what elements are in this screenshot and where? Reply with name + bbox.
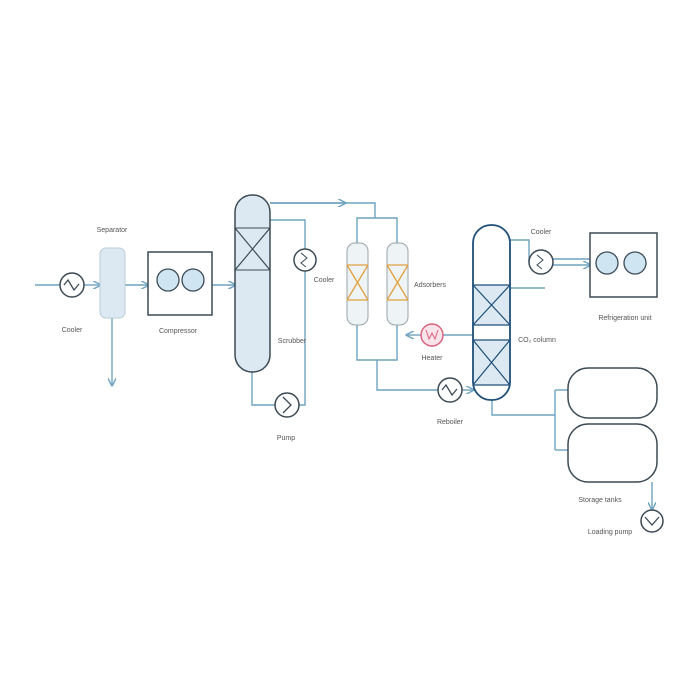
heater — [420, 323, 444, 347]
label-heater: Heater — [421, 355, 443, 362]
scrubber-cooler — [293, 248, 317, 272]
label-separator: Separator — [97, 227, 128, 234]
label-compressor: Compressor — [159, 328, 198, 335]
label-top-cooler: Cooler — [531, 229, 552, 236]
reboiler — [437, 377, 463, 403]
storage-tanks — [567, 367, 658, 483]
label-storage-tanks: Storage tanks — [578, 497, 622, 504]
label-scrubber-cooler: Cooler — [314, 277, 335, 284]
pump — [274, 392, 300, 418]
label-loading-pump: Loading pump — [588, 529, 632, 536]
label-scrubber: Scrubber — [278, 338, 307, 345]
pipes — [35, 203, 652, 509]
label-refrigeration-unit: Refrigeration unit — [598, 315, 651, 322]
compressor — [147, 251, 213, 316]
label-pump: Pump — [277, 435, 295, 442]
label-adsorbers: Adsorbers — [414, 282, 446, 289]
adsorbers — [346, 242, 409, 326]
scrubber-column — [234, 194, 271, 373]
separator-vessel — [99, 247, 126, 319]
label-reboiler: Reboiler — [437, 419, 464, 426]
refrigeration-unit — [589, 232, 658, 298]
label-inlet-cooler: Cooler — [62, 327, 83, 334]
co2-column — [472, 224, 511, 401]
top-cooler — [528, 249, 554, 275]
label-co2-column: CO₂ column — [518, 337, 556, 344]
loading-pump — [640, 509, 664, 533]
inlet-cooler — [59, 272, 85, 298]
